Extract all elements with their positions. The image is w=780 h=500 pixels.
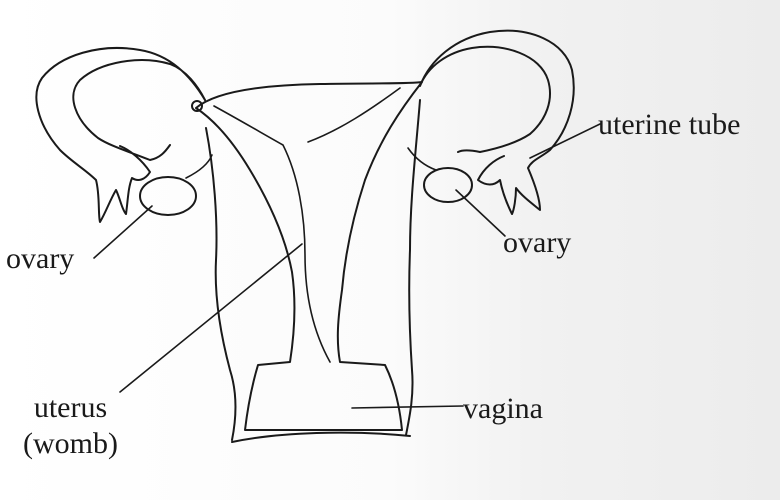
uterus-left-side: [206, 128, 236, 440]
label-uterine-tube: uterine tube: [598, 110, 740, 140]
ovarian-ligament-left: [186, 155, 212, 178]
leader-ovary-left: [94, 206, 152, 258]
leader-vagina: [352, 406, 463, 408]
label-uterus: uterus (womb): [23, 393, 118, 459]
uterine-tube-right: [420, 31, 574, 214]
uterus-cavity-left: [214, 106, 330, 362]
vagina-base: [232, 433, 410, 442]
uterine-tube-left: [36, 48, 205, 222]
leader-uterus: [120, 244, 302, 392]
uterus-right-side: [406, 100, 420, 435]
ovarian-ligament-right: [408, 148, 436, 170]
label-uterus-line1: uterus: [23, 393, 118, 423]
label-vagina: vagina: [463, 394, 543, 424]
label-ovary-left: ovary: [6, 244, 74, 274]
ovary-right-shape: [424, 168, 472, 202]
label-ovary-right: ovary: [503, 228, 571, 258]
label-uterus-line2: (womb): [23, 429, 118, 459]
leader-ovary-right: [456, 190, 505, 236]
uterus-outline: [196, 82, 422, 430]
